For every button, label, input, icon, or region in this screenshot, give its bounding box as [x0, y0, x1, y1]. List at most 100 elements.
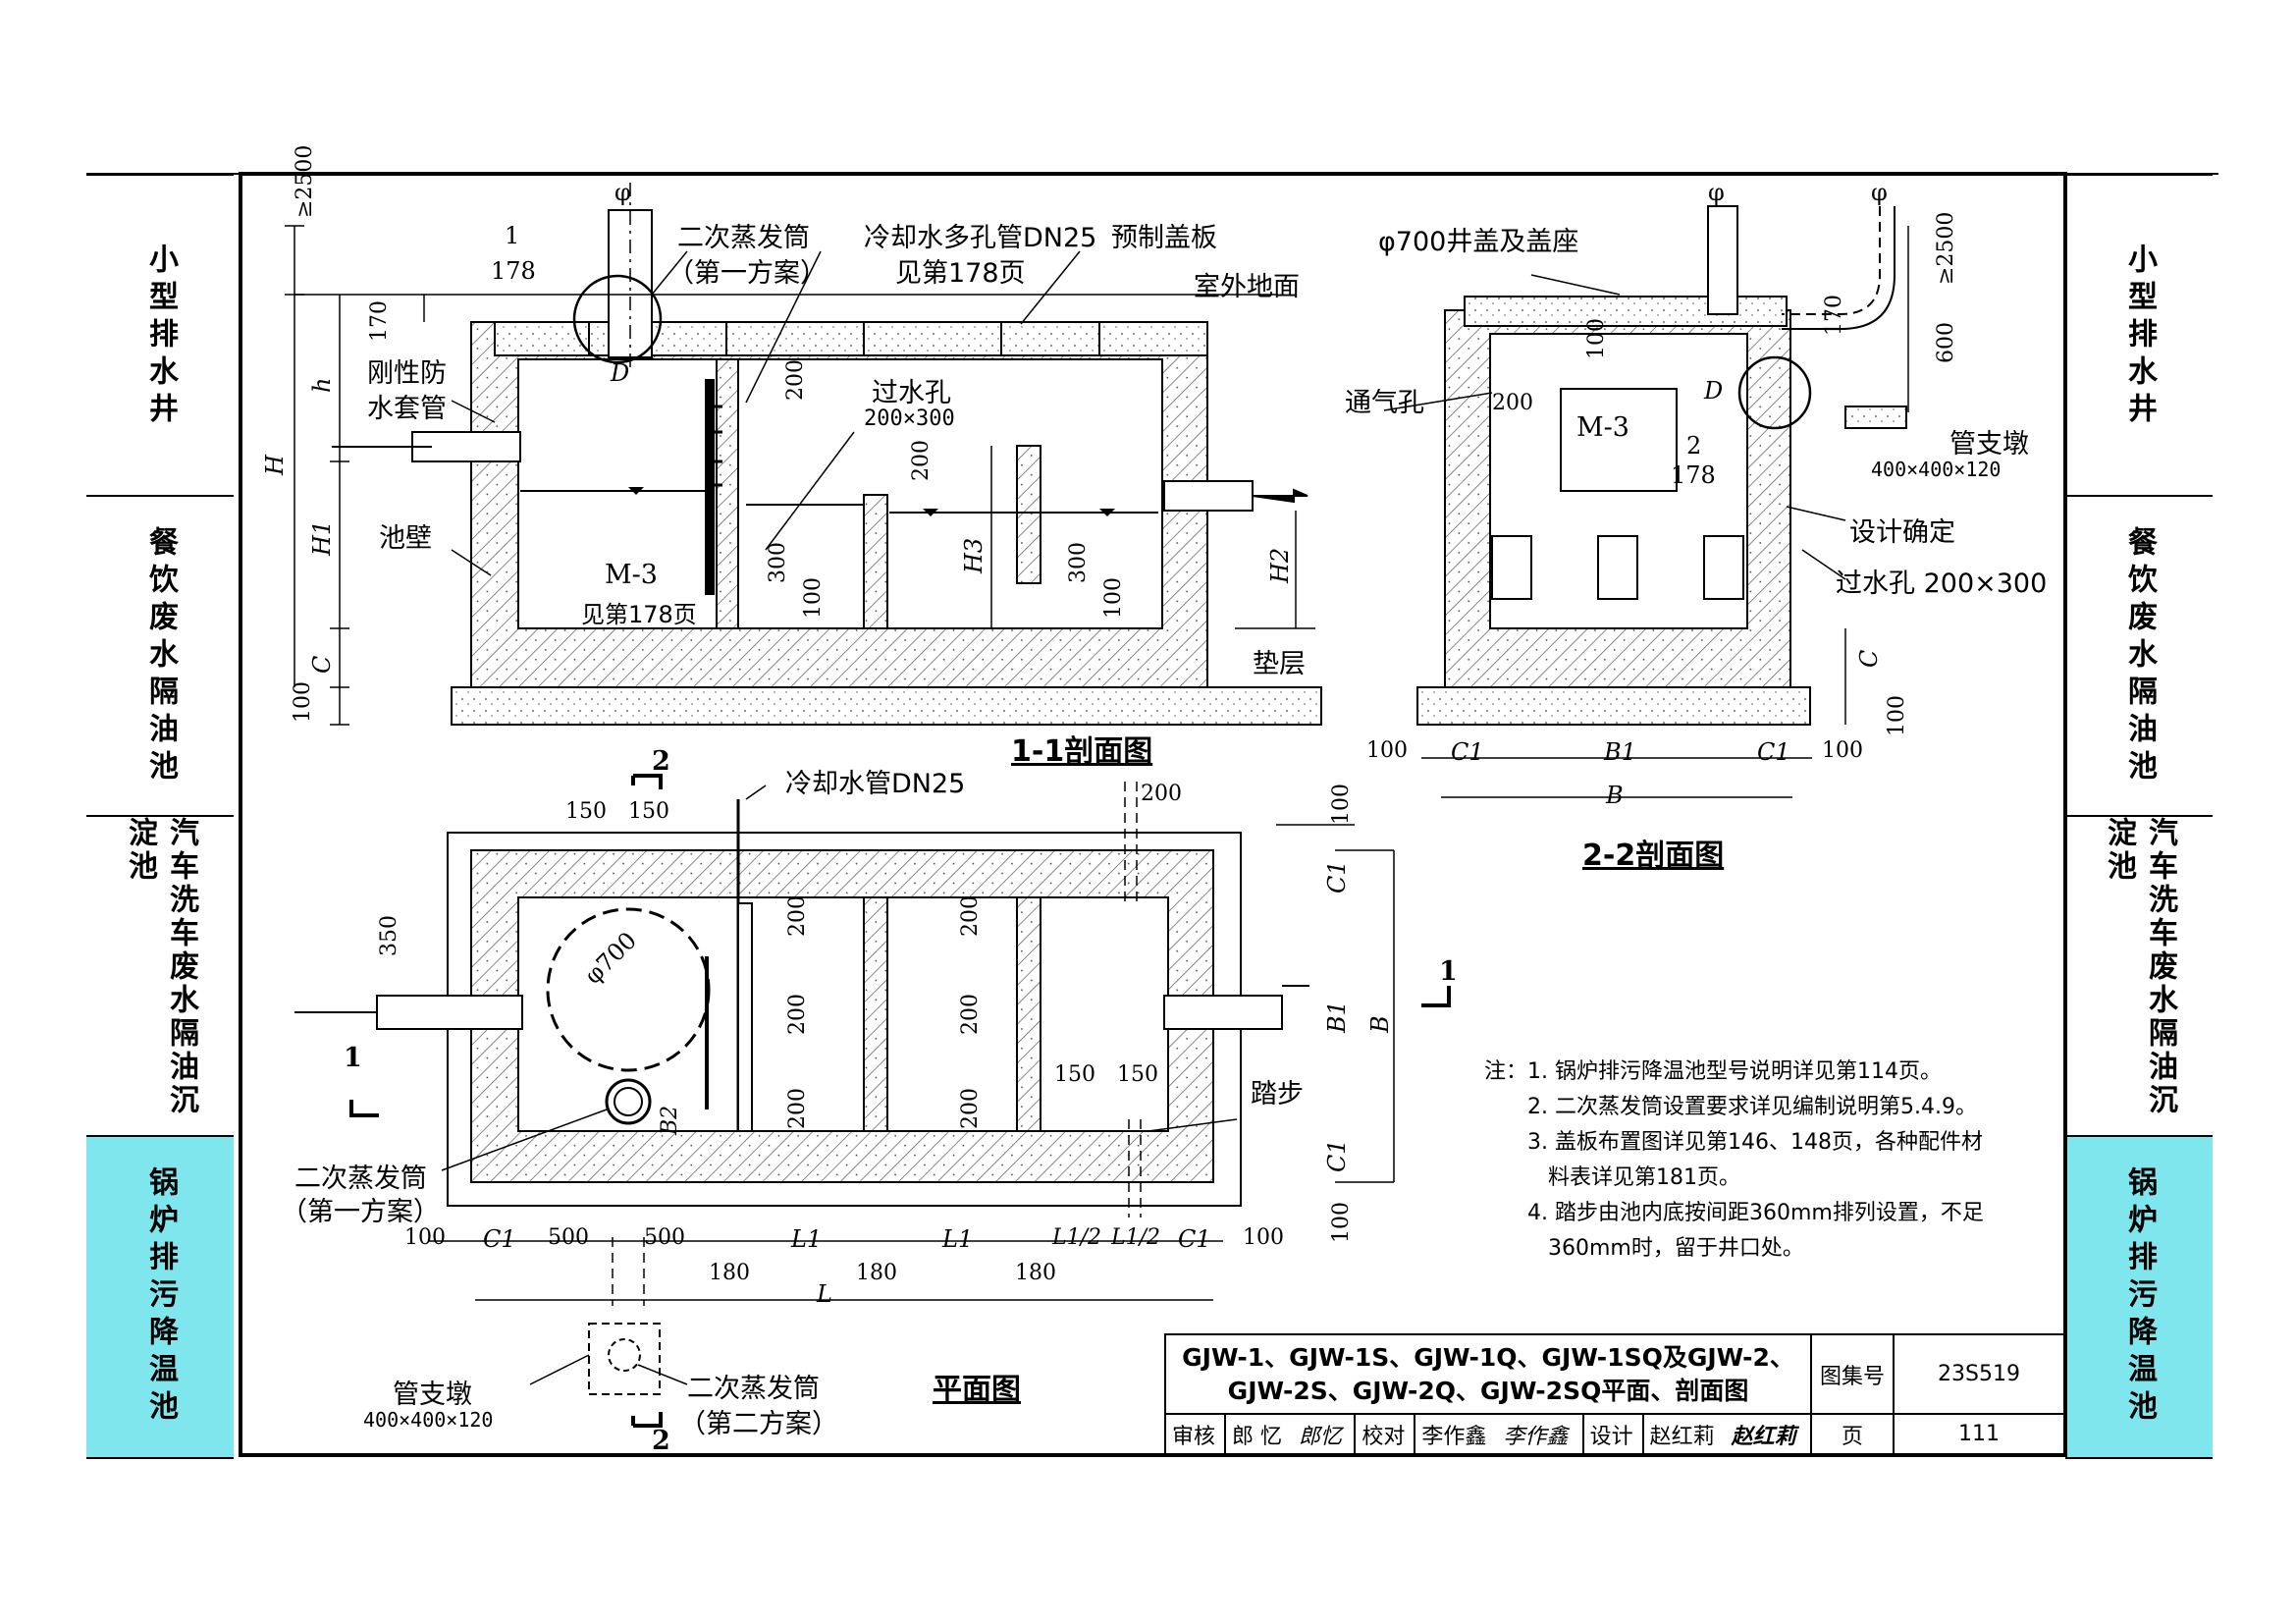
dim-200a: 200 — [783, 359, 808, 401]
label-rigid-sleeve-1: 刚性防 — [367, 358, 447, 389]
label-m3-22: M-3 — [1576, 412, 1629, 443]
label-pipe-pier-22: 管支墩 — [1949, 429, 2029, 460]
reviewer-name: 郎 忆 郎忆 — [1223, 1413, 1357, 1455]
label-overflow-22: 过水孔 200×300 — [1836, 568, 2048, 599]
side-tab-carwash-separator-right: 汽车洗车废水隔油沉淀池 — [2065, 815, 2213, 1137]
label-scheme2-plan: （第二方案） — [679, 1409, 838, 1439]
atlas-number: 23S519 — [1893, 1332, 2065, 1416]
note-3: 3. 盖板布置图详见第146、148页，各种配件材 — [1527, 1130, 1983, 1155]
notes-head: 注： — [1484, 1059, 1528, 1084]
dim-right-B1: B1 — [1323, 1001, 1351, 1033]
notes-block: 注： 1. 锅炉排污降温池型号说明详见第114页。 2. 二次蒸发筒设置要求详见… — [1484, 1055, 1984, 1267]
dim-H1: H1 — [308, 519, 336, 556]
dim-right-B: B — [1366, 1015, 1394, 1033]
label-pier-size-plan: 400×400×120 — [363, 1408, 494, 1432]
dim-180-a: 180 — [709, 1261, 750, 1285]
dim-180-b: 180 — [856, 1261, 897, 1285]
dim-H2: H2 — [1266, 547, 1294, 583]
label-manhole-cover: φ700井盖及盖座 — [1378, 227, 1579, 257]
label-vent-hole: 通气孔 — [1345, 388, 1424, 418]
dim-600: 600 — [1934, 322, 1958, 363]
section-2-2-title: 2-2剖面图 — [1582, 839, 1725, 873]
dim-170: 170 — [367, 300, 392, 342]
label-tank-wall: 池壁 — [379, 523, 432, 554]
dim-bottom-100-left-plan: 100 — [404, 1225, 446, 1250]
label-m3-ref: 见第178页 — [581, 601, 697, 628]
dim-200-2: 200 — [785, 994, 810, 1035]
dim-bottom-L1-half-b: L1/2 — [1111, 1225, 1161, 1250]
dim-150c: 150 — [1054, 1062, 1095, 1087]
dim-ge2500-22: ≥2500 — [1934, 211, 1958, 285]
dim-200-6: 200 — [958, 1088, 983, 1129]
detail-ref-page-22: 178 — [1671, 461, 1716, 489]
review-label: 审核 — [1164, 1413, 1226, 1455]
note-4: 4. 踏步由池内底按间距360mm排列设置，不足 — [1527, 1201, 1984, 1225]
checker-signature: 李作鑫 — [1503, 1424, 1569, 1449]
dim-bottom-C1-left-plan: C1 — [483, 1225, 516, 1253]
note-2: 2. 二次蒸发筒设置要求详见编制说明第5.4.9。 — [1527, 1095, 1977, 1119]
dim-C: C — [308, 655, 336, 674]
dim-180-c: 180 — [1015, 1261, 1056, 1285]
dim-bottom-C1-left: C1 — [1451, 738, 1484, 766]
page-label: 页 — [1810, 1413, 1895, 1455]
dim-bottom-100-right: 100 — [1822, 738, 1863, 763]
designer-signature: 赵红莉 — [1731, 1423, 1796, 1449]
dim-right-100-top: 100 — [1329, 784, 1354, 825]
label-overflow-hole: 过水孔 — [872, 378, 951, 408]
dim-100b-22: 100 — [1885, 695, 1909, 736]
title-block-title: GJW-1、GJW-1S、GJW-1Q、GJW-1SQ及GJW-2、 GJW-2… — [1164, 1332, 1812, 1416]
label-design-determined: 设计确定 — [1849, 517, 1955, 548]
label-cooling-pipe: 冷却水多孔管DN25 — [864, 223, 1097, 253]
dim-phi: φ — [614, 179, 631, 206]
dim-bottom-500a: 500 — [548, 1225, 589, 1250]
dim-right-100-bottom: 100 — [1329, 1202, 1354, 1243]
dim-bottom-500b: 500 — [644, 1225, 685, 1250]
dim-bottom-L1-b: L1 — [942, 1225, 974, 1253]
label-outdoor-ground: 室外地面 — [1194, 272, 1300, 302]
atlas-label: 图集号 — [1810, 1332, 1895, 1416]
label-see-178: 见第178页 — [895, 258, 1026, 289]
label-cooling-pipe-plan: 冷却水管DN25 — [785, 769, 966, 799]
side-tab-small-drain-well-right: 小型排水井 — [2065, 174, 2213, 497]
dim-200-22: 200 — [1492, 391, 1533, 415]
dim-L: L — [817, 1280, 832, 1308]
dim-200-4: 200 — [958, 895, 983, 937]
dim-H3: H3 — [960, 537, 988, 573]
dim-300a: 300 — [766, 542, 790, 583]
section-1-1-drawing — [285, 183, 1322, 726]
checker-name: 李作鑫 李作鑫 — [1414, 1413, 1584, 1455]
dim-B-22: B — [1606, 782, 1624, 809]
side-tab-restaurant-grease-trap: 餐饮废水隔油池 — [86, 495, 234, 817]
dim-right-C1-top: C1 — [1323, 860, 1351, 893]
dim-ge2500: ≥2500 — [293, 144, 317, 218]
label-secondary-evap: 二次蒸发筒 — [677, 223, 810, 253]
label-m3: M-3 — [605, 560, 658, 590]
side-tab-carwash-separator: 汽车洗车废水隔油沉淀池 — [86, 815, 234, 1137]
dim-200-1: 200 — [785, 895, 810, 937]
note-3-cont: 料表详见第181页。 — [1527, 1165, 1740, 1190]
check-label: 校对 — [1354, 1413, 1416, 1455]
dim-bottom-L1-a: L1 — [791, 1225, 823, 1253]
label-secondary-evap-plan1: 二次蒸发筒 — [294, 1164, 427, 1194]
title-block: GJW-1、GJW-1S、GJW-1Q、GJW-1SQ及GJW-2、 GJW-2… — [1164, 1332, 2065, 1455]
note-1: 1. 锅炉排污降温池型号说明详见第114页。 — [1527, 1059, 1942, 1084]
label-rigid-sleeve-2: 水套管 — [367, 394, 447, 424]
detail-ref-number-22: 2 — [1686, 432, 1702, 460]
section-2-2-drawing — [1416, 205, 1909, 798]
designer-name: 赵红莉 赵红莉 — [1641, 1413, 1813, 1455]
label-step: 踏步 — [1251, 1079, 1304, 1110]
section-1-1-title: 1-1剖面图 — [1011, 734, 1153, 769]
dim-H: H — [261, 455, 289, 475]
label-precast-cover: 预制盖板 — [1111, 223, 1217, 253]
side-tab-boiler-cooling-tank: 锅炉排污降温池 — [86, 1135, 234, 1459]
dim-200-top: 200 — [1141, 782, 1182, 806]
label-pipe-pier-plan: 管支墩 — [393, 1380, 472, 1410]
dim-B2: B2 — [658, 1105, 682, 1135]
dim-300b: 300 — [1066, 542, 1091, 583]
cut-1-left: 1 — [344, 1043, 362, 1073]
side-tab-restaurant-grease-trap-right: 餐饮废水隔油池 — [2065, 495, 2213, 817]
dim-phi-1: φ — [1708, 179, 1725, 206]
label-cushion: 垫层 — [1253, 649, 1306, 679]
label-scheme1-plan: （第一方案） — [281, 1197, 440, 1227]
cut-2-bottom: 2 — [652, 1426, 670, 1456]
